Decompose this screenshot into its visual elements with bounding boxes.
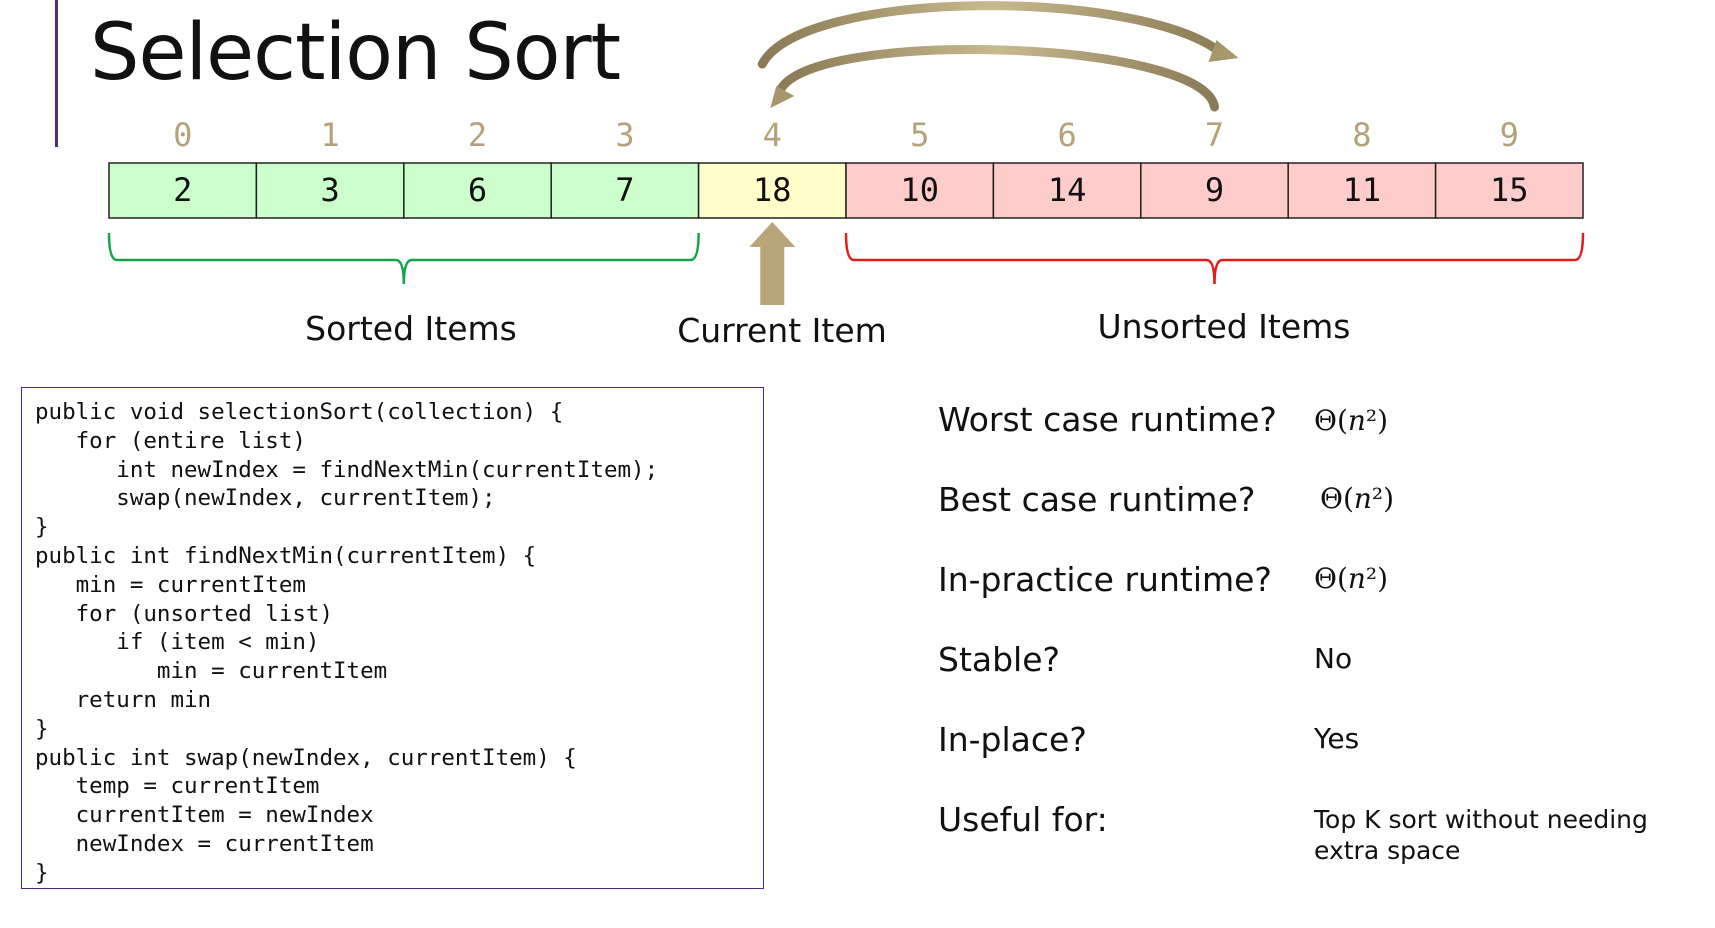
array-cell: 3 [255, 162, 405, 219]
swap-arrows [757, 1, 1239, 112]
property-label: Useful for: [938, 800, 1108, 839]
property-row: In-place? Yes [938, 720, 1698, 780]
cell-value: 3 [320, 171, 339, 209]
array-cell: 15 [1434, 162, 1584, 219]
swap-arrow-back [775, 45, 1219, 112]
up-arrow [749, 222, 796, 305]
property-row: Best case runtime? Θ(𝑛²) [938, 480, 1698, 540]
property-value: Yes [1314, 722, 1360, 755]
array-cell: 18 [697, 162, 847, 219]
slide-title: Selection Sort [90, 8, 621, 98]
cell-value: 10 [900, 171, 939, 209]
cell-value: 14 [1048, 171, 1087, 209]
index-label: 0 [173, 116, 192, 154]
array-cell: 6 [403, 162, 552, 219]
array-cell: 14 [992, 162, 1142, 219]
cell-value: 18 [753, 171, 792, 209]
current-item-pointer [749, 222, 796, 305]
array-cells: 2 3 6 7 18 10 14 9 11 15 [108, 162, 1584, 219]
property-value: No [1314, 642, 1353, 675]
index-label: 5 [910, 116, 929, 154]
cell-value: 7 [615, 171, 634, 209]
index-label: 7 [1205, 116, 1224, 154]
index-label: 6 [1057, 116, 1076, 154]
array-cell: 9 [1140, 162, 1289, 219]
swap-arrow-forward [757, 1, 1227, 69]
property-label: In-place? [938, 720, 1087, 759]
index-label: 4 [763, 116, 782, 154]
property-label: Best case runtime? [938, 480, 1256, 519]
sorted-items-label: Sorted Items [305, 309, 517, 348]
code-block: public void selectionSort(collection) { … [21, 387, 764, 889]
accent-bar [55, 0, 58, 147]
property-row: Stable? No [938, 640, 1698, 700]
property-row: Useful for: Top K sort without needing e… [938, 800, 1698, 880]
property-row: Worst case runtime? Θ(𝑛²) [938, 400, 1698, 460]
current-item-label: Current Item [677, 311, 887, 350]
property-label: Stable? [938, 640, 1061, 679]
property-value: Θ(𝑛²) [1320, 482, 1395, 515]
unsorted-brace [844, 232, 1585, 285]
property-label: Worst case runtime? [938, 400, 1277, 439]
property-label: In-practice runtime? [938, 560, 1272, 599]
cell-value: 15 [1490, 171, 1529, 209]
array-cell: 11 [1287, 162, 1437, 219]
index-label: 1 [320, 116, 339, 154]
property-row: In-practice runtime? Θ(𝑛²) [938, 560, 1698, 620]
cell-value: 6 [468, 171, 487, 209]
array-cell: 7 [550, 162, 700, 219]
cell-value: 2 [173, 171, 192, 209]
arrowhead [770, 86, 795, 108]
code-text: public void selectionSort(collection) { … [35, 399, 659, 886]
index-label: 2 [468, 116, 487, 154]
index-label: 9 [1500, 116, 1519, 154]
braces [107, 232, 1585, 285]
property-value: Θ(𝑛²) [1314, 562, 1389, 595]
index-label: 8 [1352, 116, 1371, 154]
array-cell: 2 [108, 162, 258, 219]
sorted-brace [107, 232, 700, 285]
unsorted-items-label: Unsorted Items [1097, 307, 1350, 346]
index-label: 3 [615, 116, 634, 154]
array-cell: 10 [845, 162, 995, 219]
property-value: Top K sort without needing extra space [1314, 805, 1648, 865]
arrowhead [1208, 40, 1239, 62]
cell-value: 11 [1343, 171, 1382, 209]
property-value: Θ(𝑛²) [1314, 404, 1389, 437]
cell-value: 9 [1205, 171, 1224, 209]
index-labels: 0 1 2 3 4 5 6 7 8 9 [173, 116, 1519, 154]
